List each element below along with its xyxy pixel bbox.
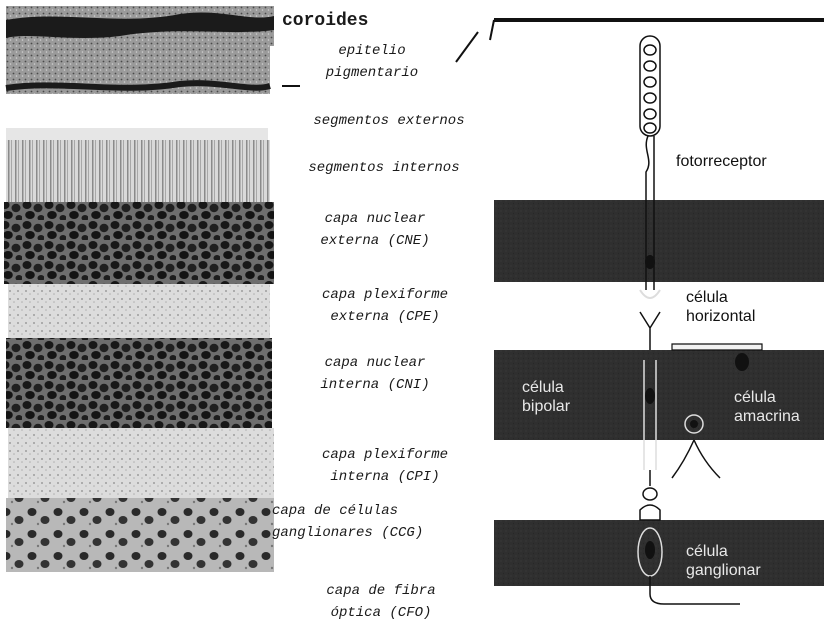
label-ganglionar-line1: célula [686,542,761,561]
outer-nuclear-tissue [4,202,274,284]
ganglion-dendrite [640,505,660,520]
inner-plexiform-tissue [8,428,274,498]
photoreceptor-outer-segment [640,36,660,136]
label-cne-line2: externa (CNE) [290,230,460,252]
label-horizontal-line1: célula [686,288,755,307]
label-cpe-line2: externa (CPE) [290,306,480,328]
label-cpi-line1: capa plexiforme [290,444,480,466]
outer-segments-tissue [6,128,268,140]
label-epitelio-line2: pigmentario [282,62,462,84]
label-cfo-line2: óptica (CFO) [296,602,466,624]
label-cne: capa nuclear externa (CNE) [290,208,460,252]
inner-segments-tissue [6,140,270,202]
outer-plexiform-tissue [8,284,270,338]
label-cni-line1: capa nuclear [290,352,460,374]
retina-micrograph [4,6,274,572]
inner-nuclear-tissue [6,338,272,428]
label-cni-line2: interna (CNI) [290,374,460,396]
label-bipolar-line1: célula [522,378,570,397]
label-seg-int: segmentos internos [276,157,492,179]
label-amacrina-line2: amacrina [734,407,800,426]
horizontal-cell-body [735,353,749,371]
amacrine-nucleus [690,420,698,428]
label-amacrina-line1: célula [734,388,800,407]
label-celula-bipolar: célula bipolar [522,378,570,416]
label-ganglionar-line2: ganglionar [686,561,761,580]
bipolar-terminal-bulb [643,488,657,500]
band-ccg [494,520,824,586]
label-celula-amacrina: célula amacrina [734,388,800,426]
label-seg-int-line1: segmentos internos [276,157,492,179]
label-seg-ext: segmentos externos [284,110,494,132]
label-horizontal-line2: horizontal [686,307,755,326]
label-celula-ganglionar: célula ganglionar [686,542,761,580]
label-ccg: capa de células ganglionares (CCG) [272,500,494,544]
label-cfo: capa de fibra óptica (CFO) [296,580,466,624]
label-coroides: coroides [282,10,368,32]
photoreceptor-nucleus [645,255,655,269]
label-coroides-line1: coroides [282,10,368,32]
horizontal-cell-process [672,344,762,350]
label-ccg-line2: ganglionares (CCG) [272,522,494,544]
label-bipolar-line2: bipolar [522,397,570,416]
label-celula-horizontal: célula horizontal [686,288,755,326]
label-cpe-line1: capa plexiforme [290,284,480,306]
band-cne [494,200,824,282]
bipolar-nucleus [645,388,655,404]
label-cfo-line1: capa de fibra [296,580,466,602]
ganglion-nucleus [645,541,655,559]
label-cpe: capa plexiforme externa (CPE) [290,284,480,328]
bipolar-dendrites [640,312,660,350]
label-cpi: capa plexiforme interna (CPI) [290,444,480,488]
label-cpi-line2: interna (CPI) [290,466,480,488]
label-cni: capa nuclear interna (CNI) [290,352,460,396]
label-ccg-line1: capa de células [272,500,494,522]
ganglion-cell-tissue [6,498,274,572]
label-cne-line1: capa nuclear [290,208,460,230]
photoreceptor-terminal [640,290,660,298]
amacrine-processes [672,440,720,478]
label-epitelio-line1: epitelio [282,40,462,62]
label-fotorreceptor: fotorreceptor [676,152,767,171]
label-epitelio: epitelio pigmentario [282,40,462,84]
label-seg-ext-line1: segmentos externos [284,110,494,132]
top-boundary-bend [490,20,494,40]
